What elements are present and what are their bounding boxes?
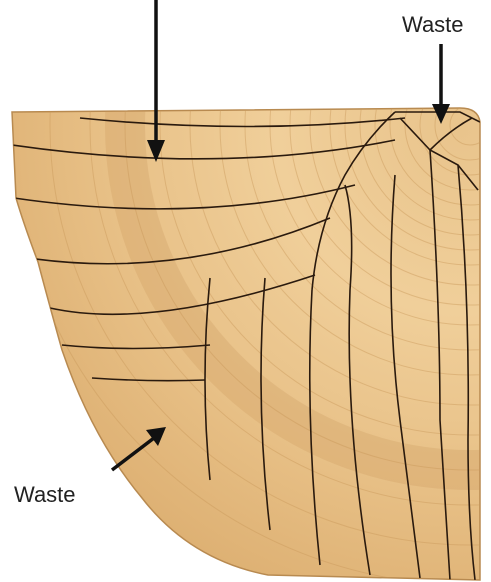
waste-label-bottom: Waste bbox=[14, 484, 76, 506]
log-quarter bbox=[10, 0, 491, 582]
waste-label-top: Waste bbox=[402, 14, 464, 36]
